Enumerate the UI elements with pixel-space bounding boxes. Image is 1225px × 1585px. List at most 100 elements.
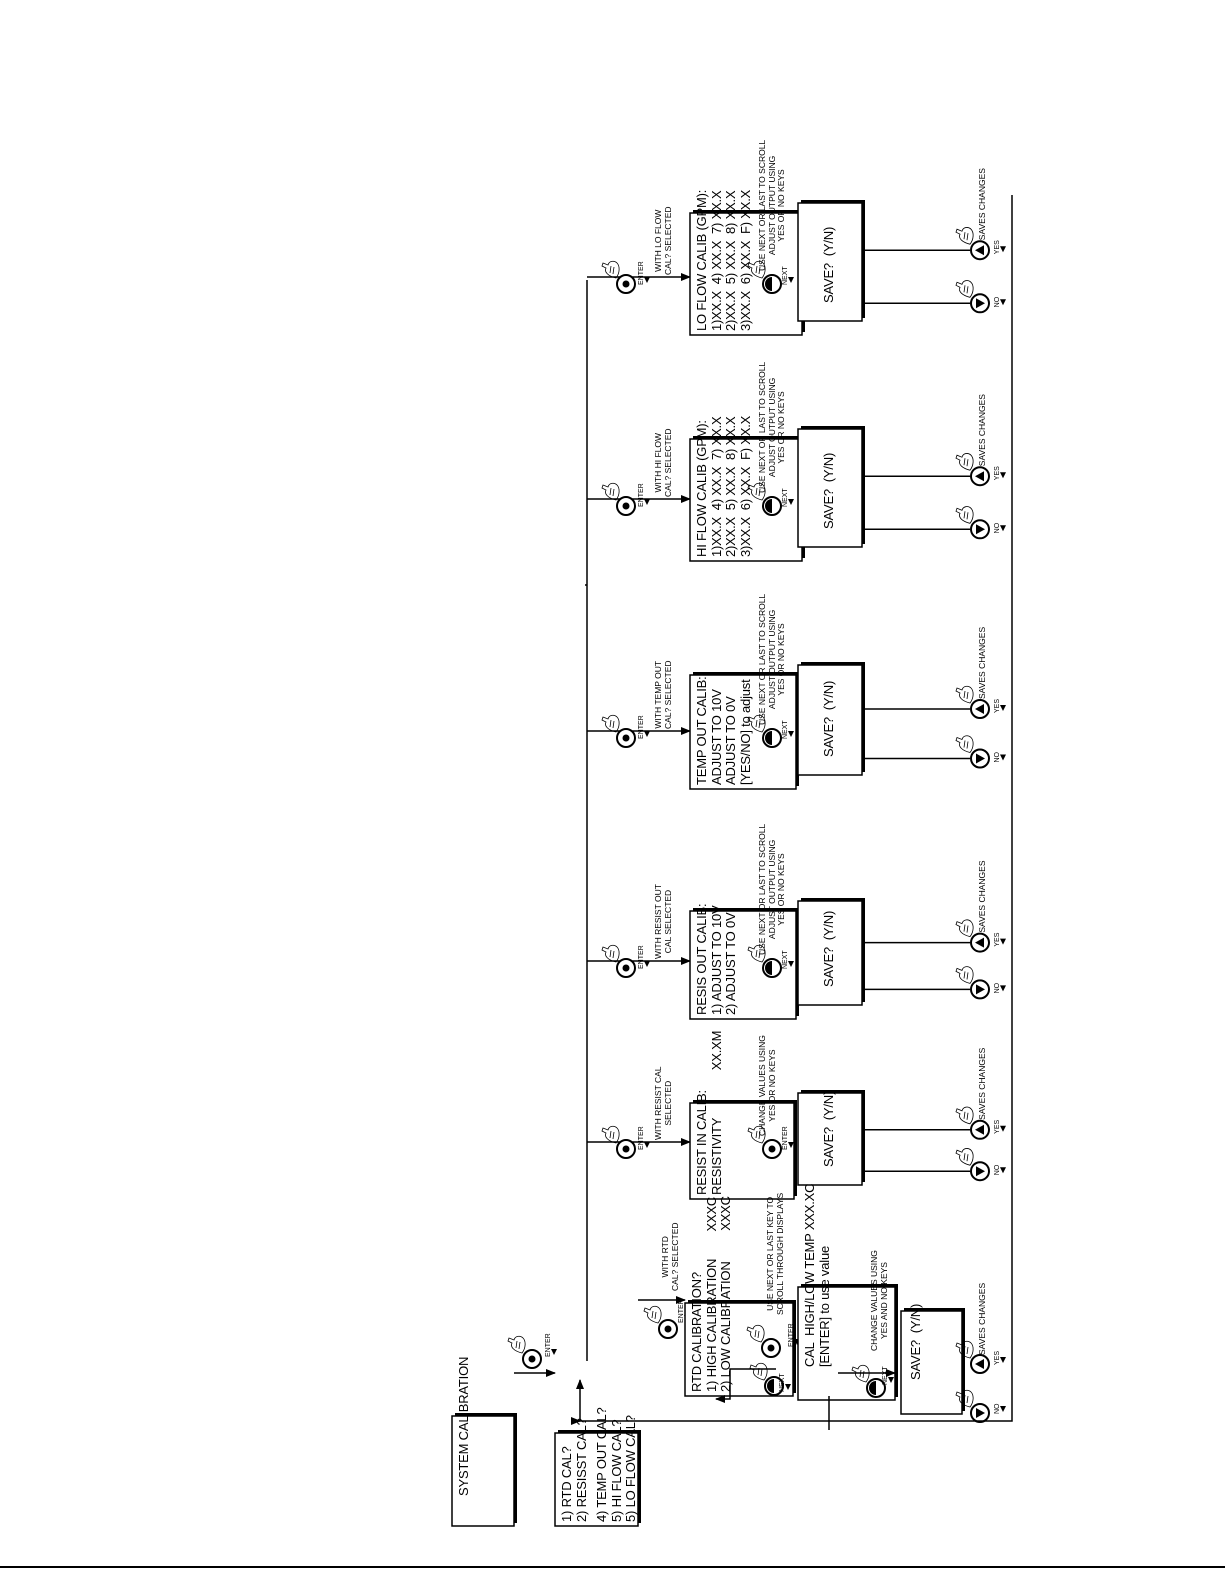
key-pointer-icon [1000,1406,1006,1412]
resist_in-adjust-note: CHANGE VALUES USING YES OR NO KEYS [757,1035,777,1136]
no-key-label: NO [994,296,1001,308]
enter-key-icon[interactable] [658,1319,678,1339]
key-pointer-icon [644,961,650,967]
enter-key-label: ENTER [638,715,645,739]
no-key-icon[interactable] [970,1403,990,1423]
yes-key-icon[interactable] [970,466,990,487]
main-menu-list[interactable]: 1) RTD CAL?2) RESISST CAL? 4) TEMP OUT CA… [559,1407,639,1522]
key-pointer-icon [1000,754,1006,761]
resist_out-calibration-text: RESIS OUT CALIB: 1) ADJUST TO 10V 2) ADJ… [694,903,739,1015]
rtd-cal-value-text: CAL HIGH/LOW TEMP XXX.XC [ENTER] to use … [802,1183,832,1367]
resist_out-saves-changes: SAVES CHANGES [977,860,987,933]
no-key-icon[interactable] [970,979,990,1000]
yes-key-icon[interactable] [970,699,990,719]
resist_in-calibration-text: RESIST IN CALIB: RESISTIVITY XX.XM [694,1030,724,1195]
next-key-icon[interactable] [762,728,782,748]
rtd-saves-changes: SAVES CHANGES [977,1282,987,1355]
rtd-calibration-text: RTD CALIBRATION? 1) HIGH CALIBRATION XXX… [689,1196,734,1392]
resist_in-calibration-screen [689,1102,795,1200]
enter-key-label: ENTER [678,1299,685,1323]
main-menu-item[interactable]: 5) HI FLOW CAL? [608,1419,624,1522]
finger-press-icon [955,735,974,753]
finger-press-icon [955,1340,974,1359]
key-pointer-icon [1000,1125,1006,1132]
system-calibration-screen [451,1415,515,1527]
enter-key-label: ENTER [638,261,645,285]
yes-key-label: YES [994,932,1001,947]
enter-key-label: ENTER [545,1333,552,1357]
resist_out-save-screen [797,900,863,1006]
main-menu-screen [554,1432,639,1527]
yes-key-icon[interactable] [970,932,990,953]
no-key-icon[interactable] [970,293,990,314]
key-pointer-icon [1000,472,1006,479]
enter-key-icon[interactable] [761,1338,781,1358]
main-menu-item[interactable]: 5) LO FLOW CAL? [623,1415,639,1522]
enter-key-label: ENTER [638,1126,645,1150]
rtd-loop-line [715,1368,776,1403]
finger-press-icon [601,944,620,963]
no-key-label: NO [994,522,1001,534]
hi_flow-calibration-text: HI FLOW CALIB (GPM): 1)XX.X 4) XX.X 7) X… [694,415,753,557]
finger-press-icon [747,1125,766,1144]
key-pointer-icon [788,1142,794,1148]
resist_out-adjust-note: USE NEXT OR LAST TO SCROLL ADJUST OUTPUT… [757,823,787,955]
hi_flow-saves-changes: SAVES CHANGES [977,394,987,467]
yes-key-label: YES [994,1350,1001,1365]
enter-key-icon[interactable] [616,958,636,978]
no-key-icon[interactable] [970,519,990,540]
temp_out-saves-changes: SAVES CHANGES [977,626,987,699]
finger-press-icon [851,1364,870,1383]
enter-key-icon[interactable] [616,496,636,516]
next-key-icon[interactable] [762,274,782,294]
enter-key-icon[interactable] [762,1139,782,1159]
next-key-icon[interactable] [866,1378,886,1398]
rtd-cal-value-screen [797,1286,896,1401]
no-key-icon[interactable] [970,748,990,769]
enter-key-icon[interactable] [616,274,636,294]
finger-press-icon [746,1324,765,1343]
temp_out-save-text: SAVE? (Y/N) [821,680,836,757]
next-key-icon[interactable] [764,1376,784,1396]
finger-press-icon [601,714,620,733]
enter-key-label: ENTER [638,945,645,969]
main-menu-item[interactable]: 2) RESISST CAL? [573,1418,589,1522]
main-menu-item[interactable]: 1) RTD CAL? [559,1446,574,1522]
hi_flow-selected-note: WITH HI FLOW CAL? SELECTED [653,428,673,498]
enter-key-label: ENTER [788,1323,795,1347]
enter-key-label: ENTER [638,483,645,507]
enter-key-icon[interactable] [616,1139,636,1159]
resist_in-save-screen [797,1092,863,1186]
finger-press-icon [955,966,974,984]
no-key-label: NO [994,752,1001,763]
next-key-label: NEXT [779,1373,786,1392]
yes-key-icon[interactable] [970,240,990,261]
finger-press-icon [955,919,974,938]
finger-press-icon [955,280,974,298]
resist_in-save-text: SAVE? (Y/N) [821,1090,836,1167]
main-menu-item[interactable]: 4) TEMP OUT CAL? [594,1407,610,1522]
yes-key-icon[interactable] [970,1354,990,1374]
finger-press-icon [507,1335,526,1354]
rtd-save-text: SAVE? (Y/N) [908,1303,923,1380]
hi_flow-save-screen [797,428,863,548]
next-key-icon[interactable] [762,958,782,978]
finger-press-icon [955,1106,974,1125]
yes-key-icon[interactable] [970,1119,990,1140]
lo_flow-selected-note: WITH LO FLOW CAL? SELECTED [653,206,673,276]
lo_flow-adjust-note: USE NEXT OR LAST TO SCROLL ADJUST OUTPUT… [757,139,787,271]
finger-press-icon [601,482,620,501]
finger-press-icon [601,1125,620,1144]
no-key-icon[interactable] [970,1161,990,1182]
next-key-icon[interactable] [762,496,782,516]
enter-key-icon[interactable] [522,1349,542,1369]
rtd-selected-note: WITH RTD CAL? SELECTED [660,1222,680,1292]
temp_out-calibration-text: TEMP OUT CALIB: ADJUST TO 10V ADJUST TO … [694,676,753,786]
lo_flow-save-text: SAVE? (Y/N) [821,226,836,303]
key-pointer-icon [788,731,794,737]
enter-key-icon[interactable] [616,728,636,748]
key-pointer-icon [788,499,794,505]
key-pointer-icon [785,1384,791,1390]
